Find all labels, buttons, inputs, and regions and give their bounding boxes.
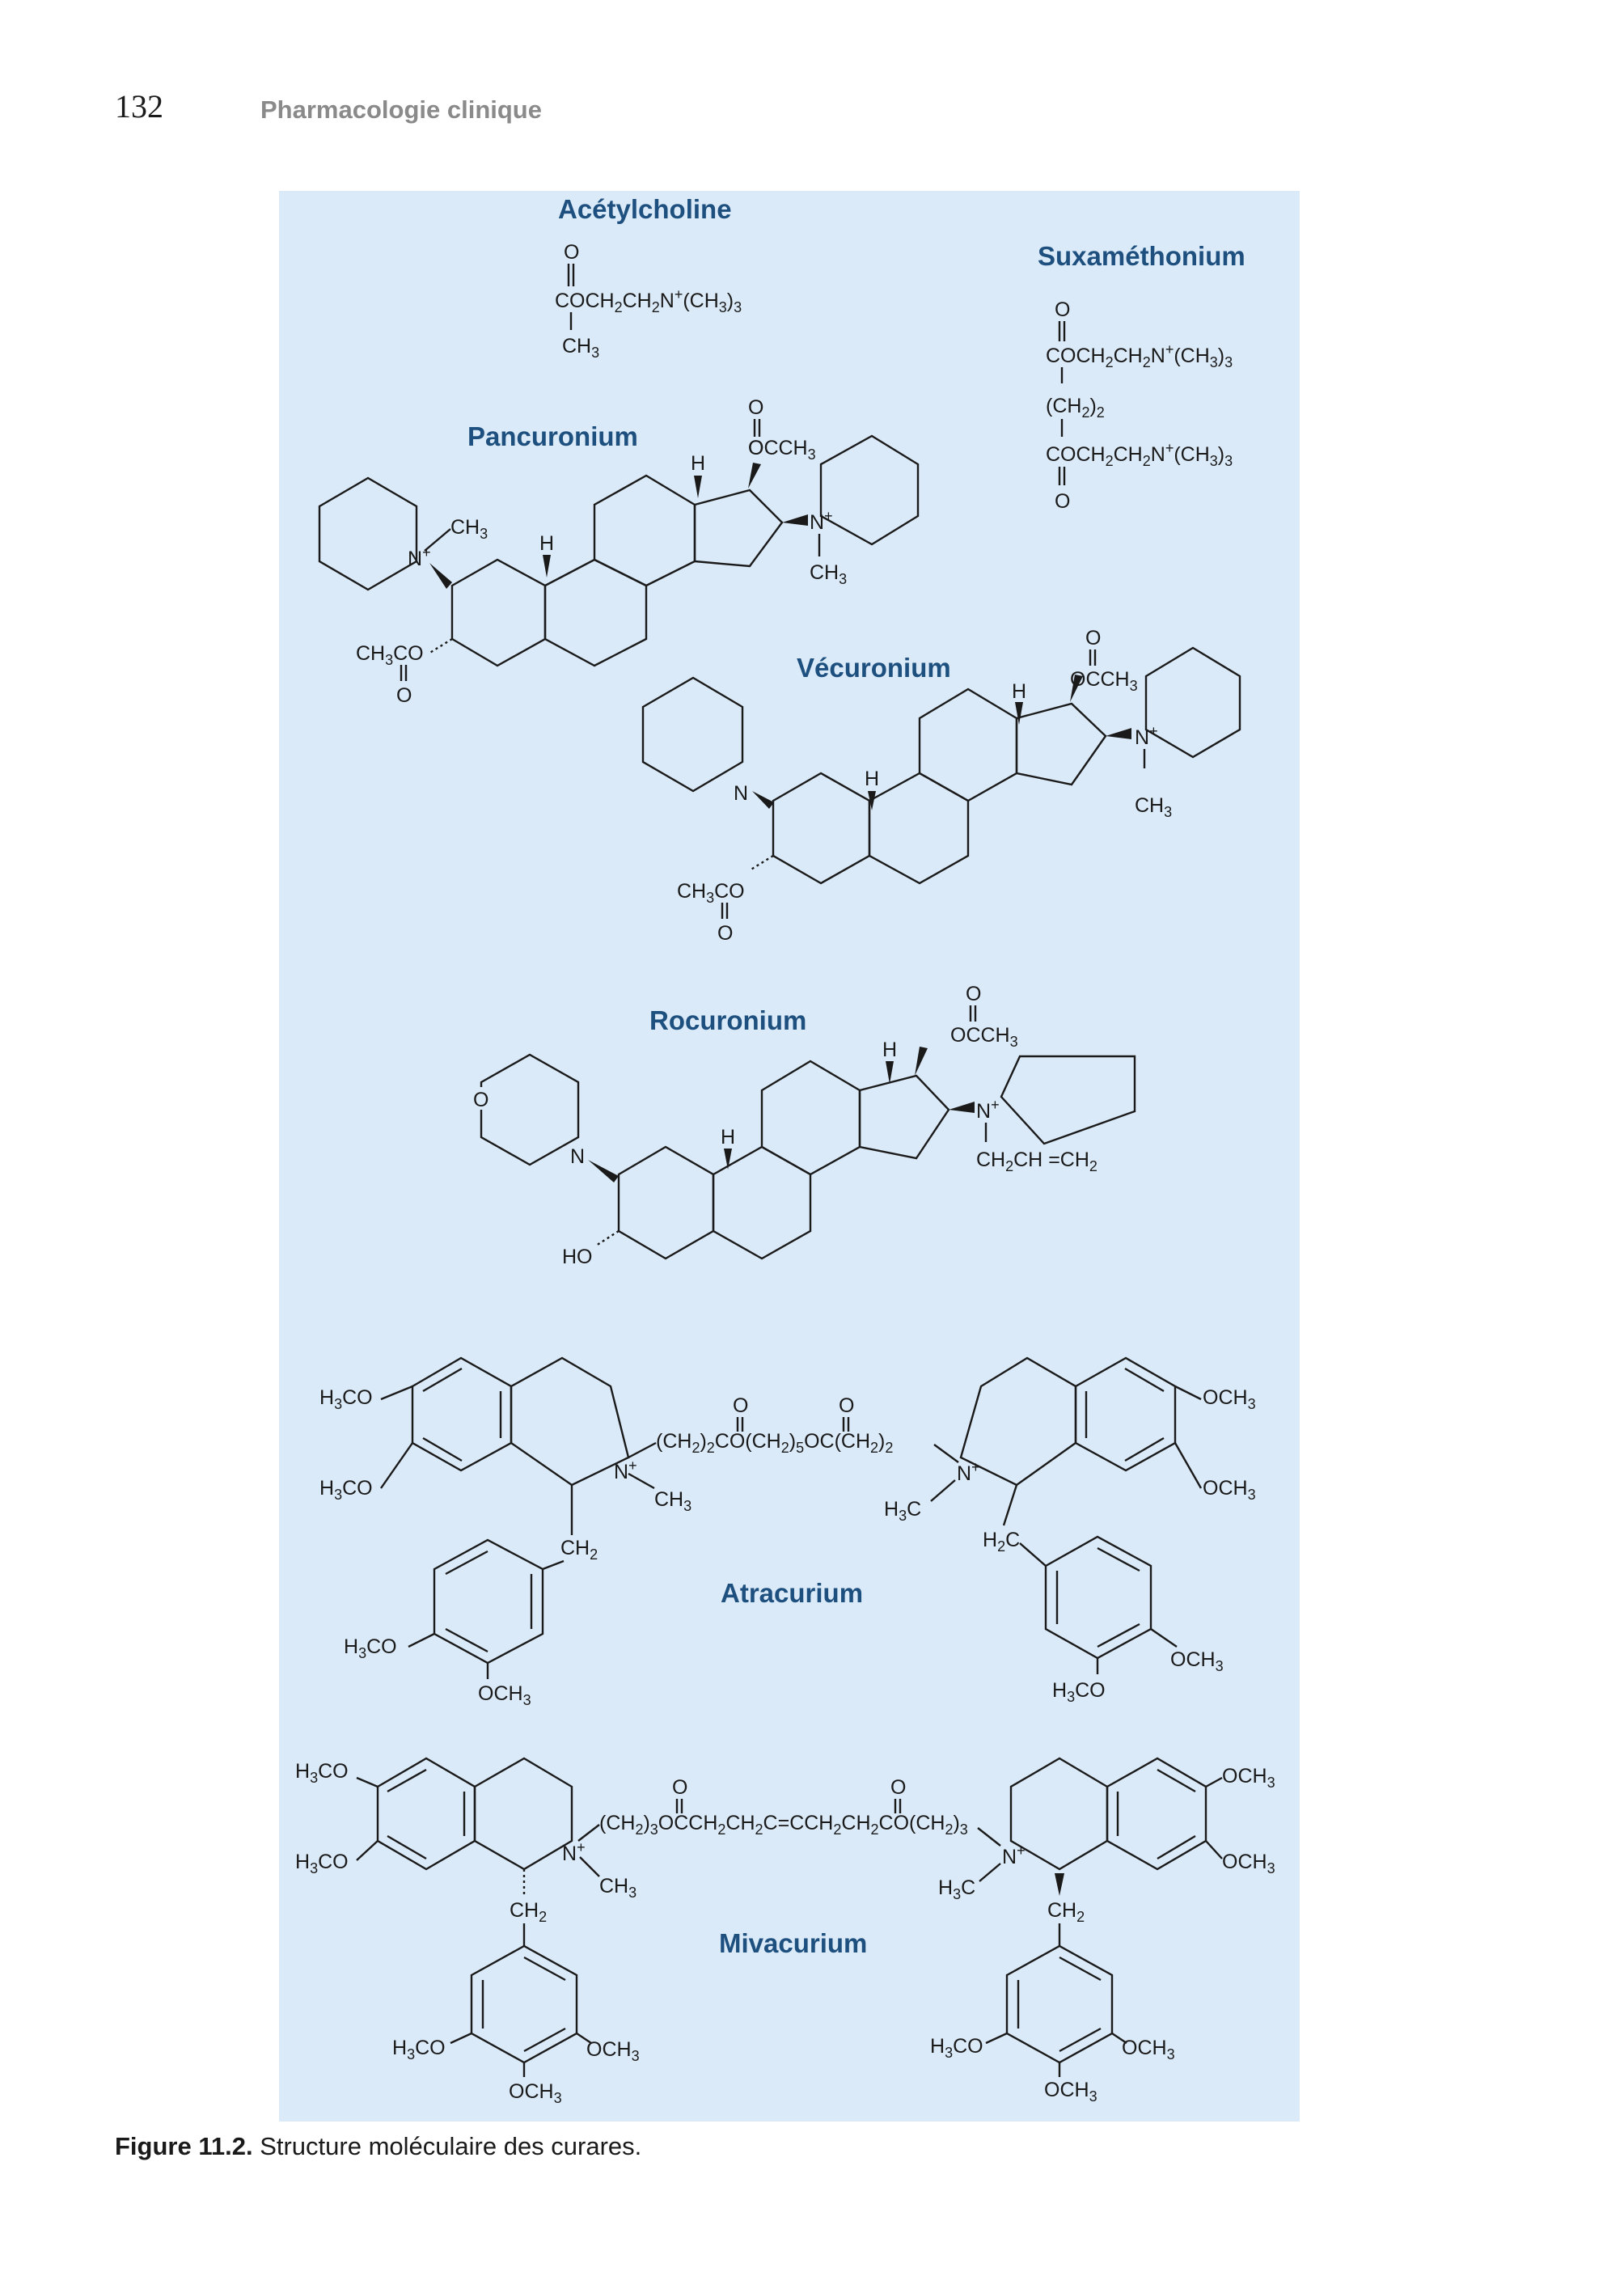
svg-text:CH3: CH3: [450, 516, 488, 542]
svg-text:CH2: CH2: [560, 1537, 598, 1563]
svg-text:O: O: [1085, 627, 1101, 649]
svg-text:CH3CO: CH3CO: [356, 642, 424, 668]
svg-text:H3CO: H3CO: [295, 1760, 349, 1786]
svg-text:H3CO: H3CO: [344, 1635, 397, 1661]
svg-text:N: N: [570, 1145, 585, 1168]
svg-text:H3CO: H3CO: [295, 1851, 349, 1876]
svg-text:CH2: CH2: [510, 1899, 547, 1925]
svg-text:H3CO: H3CO: [1052, 1679, 1106, 1705]
svg-text:N+: N+: [976, 1097, 1000, 1123]
chemical-structures-figure: Acétylcholine Suxaméthonium Pancuronium …: [295, 194, 1275, 2106]
svg-text:HO: HO: [562, 1246, 593, 1268]
atracurium-structure: H3CO H3CO N+ CH3 (CH2)2CO(CH2)5OC(CH2)2 …: [319, 1356, 1256, 1708]
svg-text:OCH3: OCH3: [1203, 1386, 1256, 1412]
page-number: 132: [115, 88, 163, 125]
svg-text:CH3: CH3: [1135, 794, 1172, 820]
svg-text:O: O: [839, 1394, 854, 1417]
svg-text:CH3CO: CH3CO: [677, 880, 745, 906]
title-suxamethonium: Suxaméthonium: [1038, 241, 1245, 271]
suxamethonium-structure: O COCH2CH2N+(CH3)3 (CH2)2 COCH2CH2N+(CH3…: [1046, 298, 1233, 513]
svg-text:O: O: [1055, 298, 1070, 321]
title-acetylcholine: Acétylcholine: [558, 194, 732, 224]
svg-text:OCCH3: OCCH3: [1070, 668, 1138, 694]
svg-text:(CH2)2: (CH2)2: [1046, 395, 1105, 421]
svg-text:H: H: [882, 1039, 897, 1061]
svg-text:COCH2CH2N+(CH3)3: COCH2CH2N+(CH3)3: [555, 286, 742, 315]
figure-panel: [279, 191, 1300, 2122]
svg-text:(CH2)3OCCH2CH2C=CCH2CH2CO(CH2): (CH2)3OCCH2CH2C=CCH2CH2CO(CH2)3: [599, 1812, 968, 1838]
svg-text:O: O: [396, 684, 412, 707]
svg-text:O: O: [966, 983, 981, 1005]
running-title: Pharmacologie clinique: [260, 95, 542, 124]
svg-text:O: O: [890, 1776, 906, 1799]
svg-text:CH3: CH3: [810, 561, 847, 587]
svg-text:N+: N+: [957, 1459, 980, 1485]
svg-text:N: N: [734, 782, 748, 805]
svg-text:CH2: CH2: [1047, 1899, 1085, 1925]
svg-text:O: O: [748, 437, 763, 459]
svg-text:H3CO: H3CO: [319, 1386, 373, 1412]
svg-text:OCCH3: OCCH3: [950, 1024, 1018, 1050]
svg-text:OCH3: OCH3: [1203, 1477, 1256, 1503]
svg-text:(CH2)2CO(CH2)5OC(CH2)2: (CH2)2CO(CH2)5OC(CH2)2: [656, 1430, 893, 1456]
figure-caption-label: Figure 11.2.: [115, 2132, 253, 2160]
svg-text:CH3: CH3: [654, 1488, 691, 1514]
svg-text:H2C: H2C: [983, 1529, 1020, 1555]
svg-text:H3CO: H3CO: [319, 1477, 373, 1503]
svg-text:OCH3: OCH3: [1222, 1765, 1275, 1791]
title-mivacurium: Mivacurium: [719, 1928, 867, 1958]
svg-text:H: H: [691, 452, 705, 475]
svg-text:OCCH3: OCCH3: [748, 437, 816, 463]
svg-text:H3CO: H3CO: [930, 2035, 983, 2061]
svg-text:N+: N+: [614, 1457, 637, 1483]
svg-text:CH2CH =CH2: CH2CH =CH2: [976, 1149, 1097, 1174]
svg-text:H3CO: H3CO: [392, 2037, 446, 2062]
svg-text:OCH3: OCH3: [1222, 1851, 1275, 1876]
svg-text:OCH3: OCH3: [586, 2038, 640, 2064]
svg-text:OCH3: OCH3: [478, 1682, 531, 1708]
figure-caption-text: Structure moléculaire des curares.: [252, 2132, 642, 2160]
svg-text:H3C: H3C: [884, 1498, 921, 1524]
svg-text:COCH2CH2N+(CH3)3: COCH2CH2N+(CH3)3: [1046, 341, 1233, 370]
svg-text:OCH3: OCH3: [1170, 1648, 1224, 1674]
figure-caption: Figure 11.2. Structure moléculaire des c…: [115, 2132, 641, 2161]
svg-text:O: O: [1055, 490, 1070, 513]
svg-text:H: H: [865, 768, 879, 790]
svg-text:CH3: CH3: [562, 335, 599, 361]
title-rocuronium: Rocuronium: [649, 1005, 806, 1035]
svg-text:OCH3: OCH3: [509, 2080, 562, 2106]
title-vecuronium: Vécuronium: [797, 653, 951, 683]
svg-text:OCH3: OCH3: [1044, 2079, 1097, 2105]
svg-text:H: H: [539, 532, 554, 555]
title-atracurium: Atracurium: [721, 1578, 863, 1608]
svg-text:COCH2CH2N+(CH3)3: COCH2CH2N+(CH3)3: [1046, 440, 1233, 469]
svg-text:OCH3: OCH3: [1122, 2037, 1175, 2062]
title-pancuronium: Pancuronium: [467, 421, 638, 451]
pancuronium-structure: N+ CH3 H H O O OCCH3 N+ CH3 CH3CO O: [318, 396, 920, 707]
acetylcholine-structure: O COCH2CH2N+(CH3)3 CH3: [555, 241, 742, 361]
mivacurium-structure: H3CO H3CO N+ CH3 (CH2)3OCCH2CH2C=CCH2CH2…: [295, 1757, 1275, 2106]
svg-text:O: O: [733, 1394, 748, 1417]
svg-text:N+: N+: [562, 1839, 586, 1865]
svg-text:O: O: [748, 396, 763, 419]
svg-text:O: O: [717, 922, 733, 945]
svg-text:H: H: [721, 1126, 735, 1149]
svg-text:H: H: [1012, 680, 1026, 703]
svg-text:O: O: [564, 241, 579, 264]
svg-text:O: O: [672, 1776, 687, 1799]
svg-text:O: O: [473, 1089, 488, 1111]
rocuronium-structure: O N H H O OCCH3 N+ CH2CH =CH2 HO: [470, 983, 1136, 1268]
svg-text:H3C: H3C: [938, 1876, 975, 1902]
svg-text:CH3: CH3: [599, 1875, 636, 1901]
